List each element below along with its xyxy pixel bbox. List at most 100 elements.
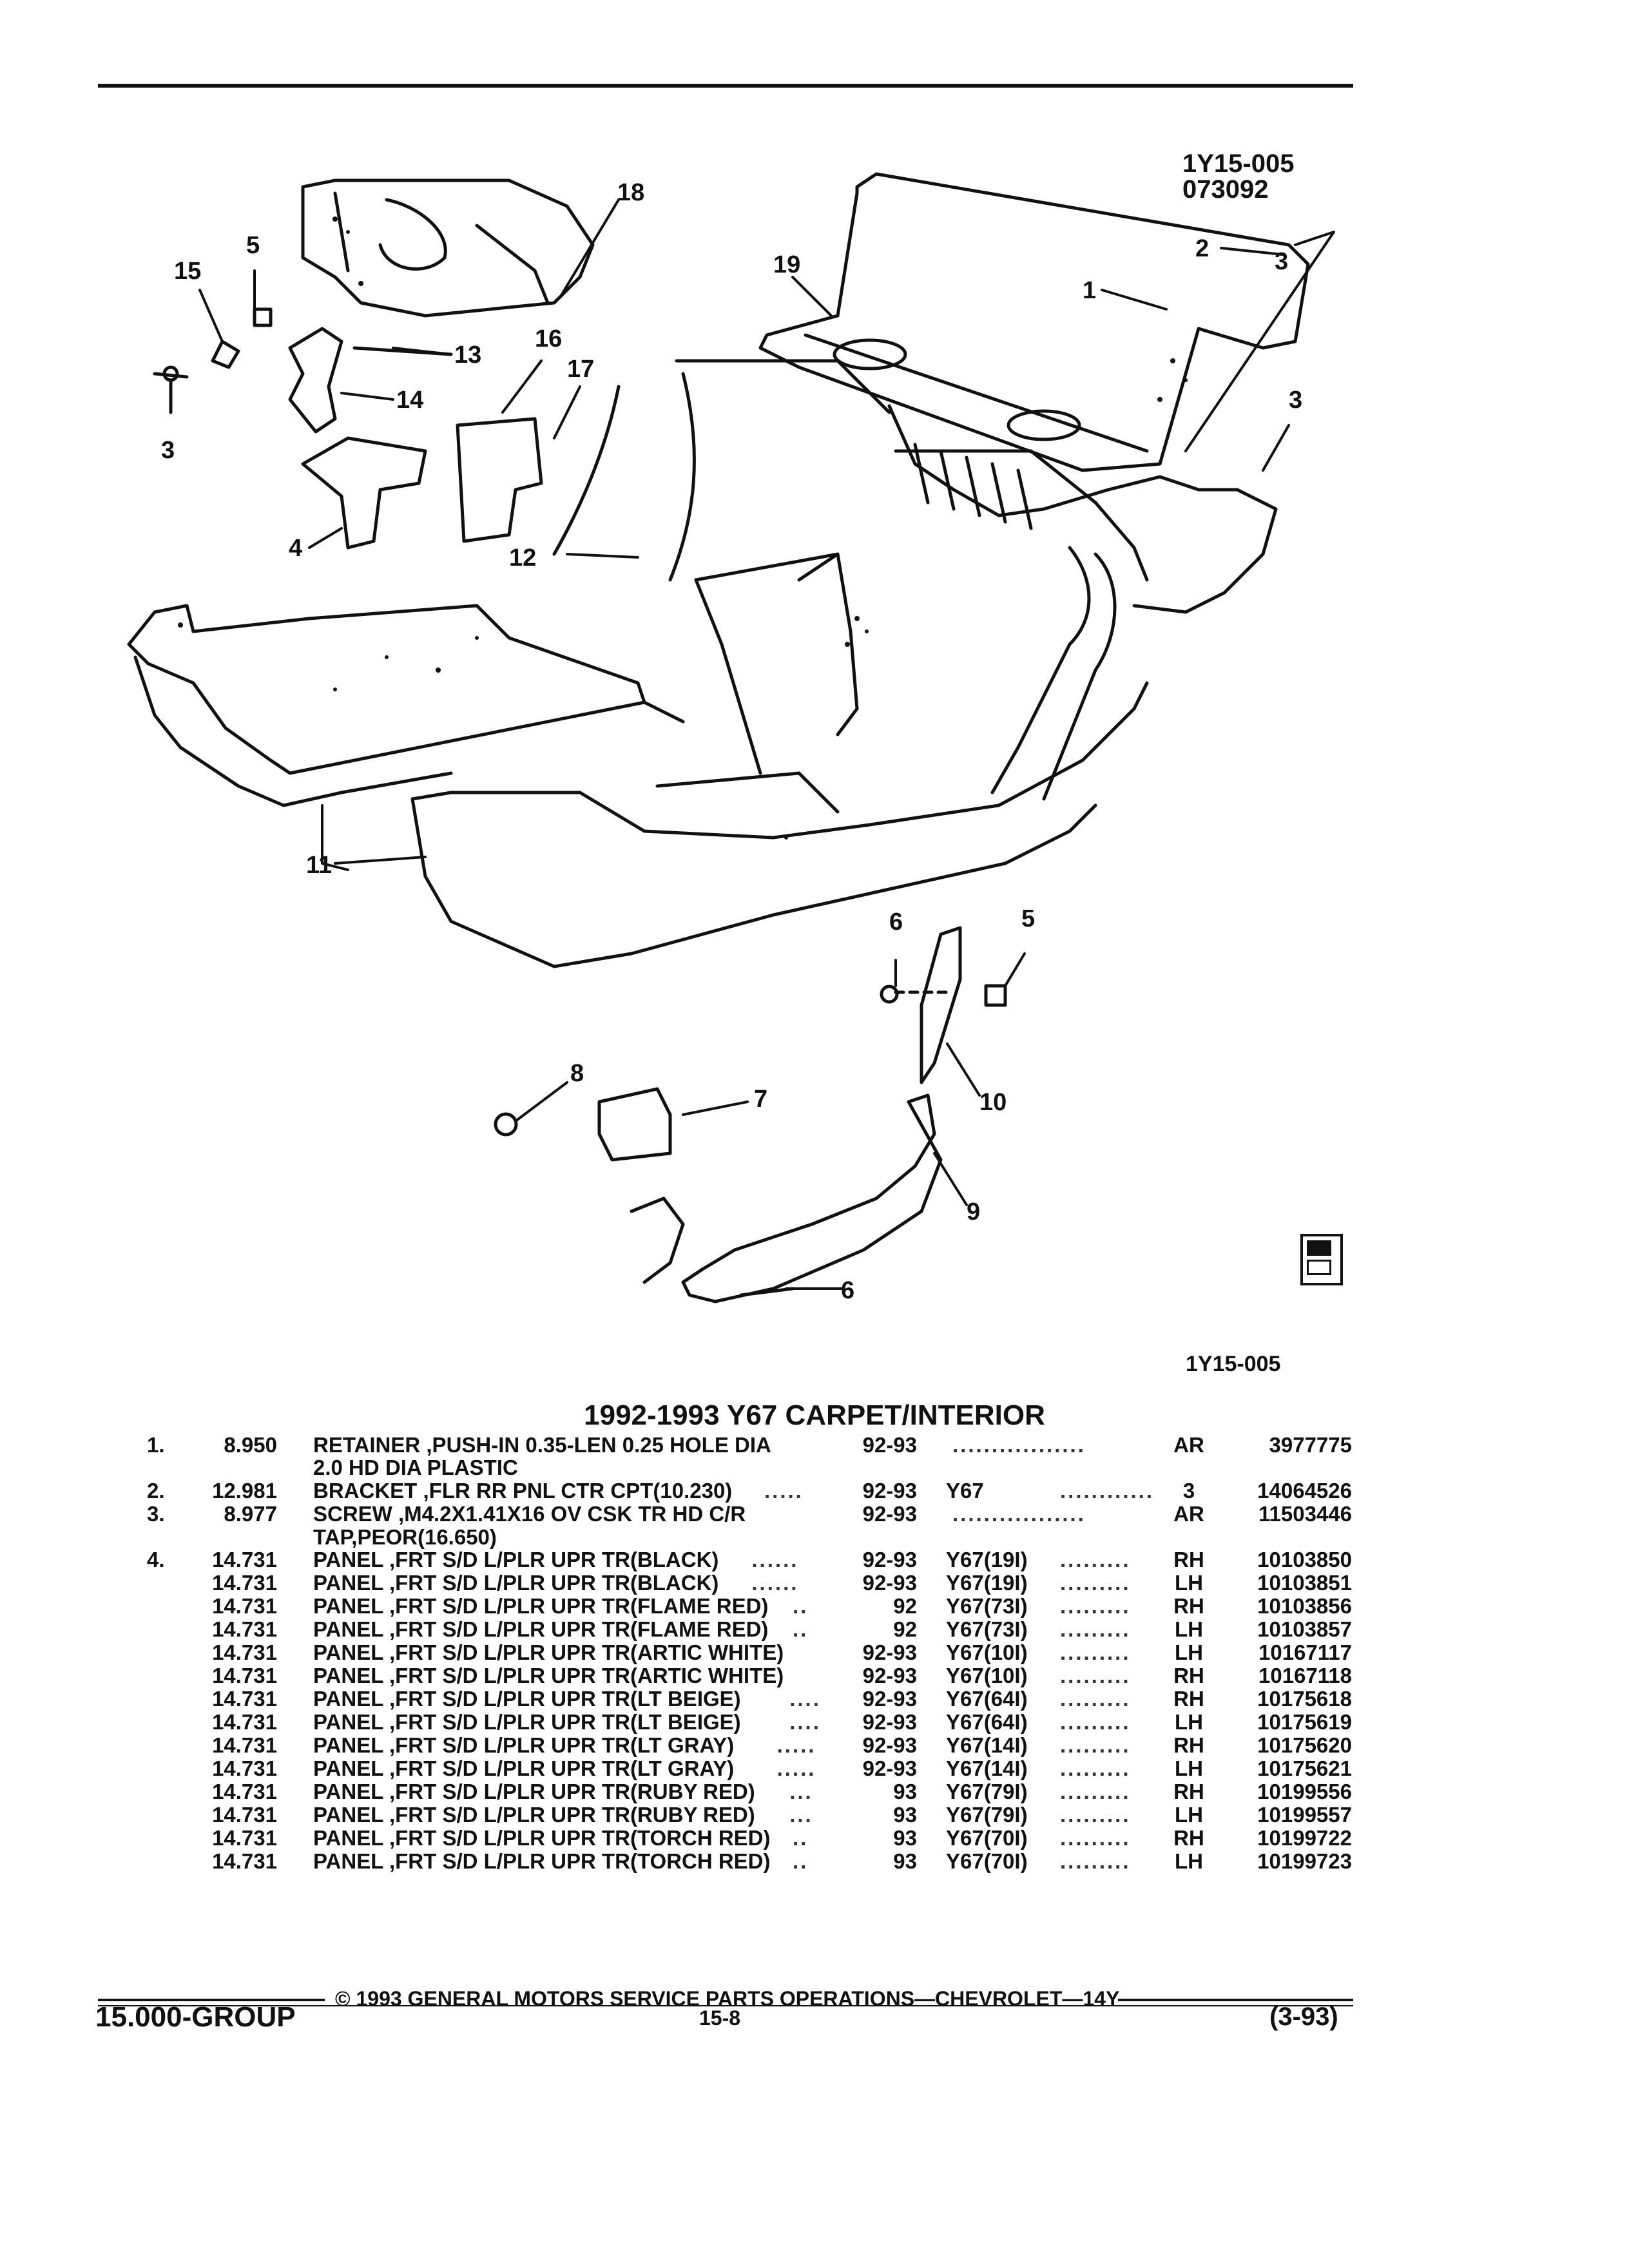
model-years: 93 bbox=[893, 1780, 917, 1803]
model-code: Y67(64I) bbox=[946, 1687, 1028, 1711]
leader-dots: .. bbox=[793, 1594, 809, 1618]
model-years: 92-93 bbox=[862, 1710, 917, 1734]
callout-11: 11 bbox=[306, 852, 333, 879]
model-code: Y67(64I) bbox=[946, 1710, 1028, 1734]
callout-18: 18 bbox=[617, 179, 645, 206]
model-years: 92-93 bbox=[862, 1664, 917, 1687]
quantity: RH bbox=[1173, 1687, 1204, 1711]
leader-dots: ......... bbox=[1060, 1756, 1131, 1780]
quantity: LH bbox=[1175, 1710, 1203, 1734]
part-number: 10103857 bbox=[1257, 1617, 1352, 1641]
footer-rule-left bbox=[98, 1999, 325, 2001]
parts-row: 14.731 PANEL ,FRT S/D L/PLR UPR TR(TORCH … bbox=[0, 1827, 1629, 1850]
quantity: LH bbox=[1175, 1803, 1203, 1827]
model-code: Y67(19I) bbox=[946, 1548, 1028, 1571]
group-number: 12.981 bbox=[212, 1479, 277, 1503]
quantity: RH bbox=[1173, 1548, 1204, 1571]
figure-id-bottom: 1Y15-005 bbox=[1186, 1352, 1281, 1376]
model-code: Y67(73I) bbox=[946, 1617, 1028, 1641]
part-7-block bbox=[597, 1087, 672, 1162]
floor-pan bbox=[552, 359, 1278, 801]
model-code: Y67(14I) bbox=[946, 1733, 1028, 1757]
model-years: 92-93 bbox=[862, 1687, 917, 1711]
group-number: 8.977 bbox=[224, 1502, 277, 1526]
model-code: Y67(73I) bbox=[946, 1594, 1028, 1618]
group-number: 14.731 bbox=[212, 1780, 277, 1803]
quantity: LH bbox=[1175, 1571, 1203, 1595]
quantity: RH bbox=[1173, 1594, 1204, 1618]
callout-5b: 5 bbox=[1021, 905, 1036, 932]
part-number: 10167118 bbox=[1258, 1664, 1352, 1687]
part-number: 10103851 bbox=[1257, 1571, 1352, 1595]
callout-6a: 6 bbox=[889, 908, 903, 936]
callout-leaders bbox=[198, 198, 1335, 1290]
gm-spo-logo-icon bbox=[1300, 1234, 1343, 1285]
group-number: 14.731 bbox=[212, 1756, 277, 1780]
model-years: 92 bbox=[893, 1594, 917, 1618]
quantity: 3 bbox=[1182, 1479, 1195, 1503]
part-description: PANEL ,FRT S/D L/PLR UPR TR(TORCH RED) bbox=[313, 1826, 771, 1850]
group-number: 14.731 bbox=[212, 1826, 277, 1850]
model-years: 93 bbox=[893, 1803, 917, 1827]
group-number: 14.731 bbox=[212, 1687, 277, 1711]
model-years: 92-93 bbox=[862, 1548, 917, 1571]
model-years: 92-93 bbox=[862, 1433, 917, 1457]
model-years: 92-93 bbox=[862, 1733, 917, 1757]
part-description: PANEL ,FRT S/D L/PLR UPR TR(RUBY RED) bbox=[313, 1803, 755, 1827]
part-number: 10199556 bbox=[1257, 1780, 1352, 1803]
leader-dots: ..... bbox=[776, 1756, 816, 1780]
section-title: 1992-1993 Y67 CARPET/INTERIOR bbox=[584, 1399, 1045, 1431]
part-number: 10103856 bbox=[1257, 1594, 1352, 1618]
callout-4: 4 bbox=[289, 535, 303, 562]
callout-1: 1 bbox=[1083, 277, 1097, 304]
part-description: PANEL ,FRT S/D L/PLR UPR TR(FLAME RED) bbox=[313, 1594, 769, 1618]
callout-8: 8 bbox=[570, 1060, 584, 1087]
quantity: RH bbox=[1173, 1826, 1204, 1850]
part-number: 10199723 bbox=[1257, 1849, 1352, 1873]
callout-16: 16 bbox=[535, 325, 563, 352]
footer-page: 15-8 bbox=[699, 2006, 741, 2030]
leader-dots: ................. bbox=[952, 1433, 1086, 1457]
group-number: 14.731 bbox=[212, 1803, 277, 1827]
callout-5: 5 bbox=[246, 232, 260, 259]
callout-12: 12 bbox=[509, 544, 537, 572]
callout-10: 10 bbox=[979, 1089, 1007, 1116]
model-years: 92 bbox=[893, 1617, 917, 1641]
footer-group: 15.000-GROUP bbox=[95, 2001, 296, 2033]
part-description-continued: TAP,PEOR(16.650) bbox=[313, 1525, 497, 1549]
model-years: 92-93 bbox=[862, 1479, 917, 1503]
part-number: 10103850 bbox=[1257, 1548, 1352, 1571]
row-index: 3. bbox=[147, 1502, 165, 1526]
model-code: Y67 bbox=[946, 1479, 984, 1503]
part-description: PANEL ,FRT S/D L/PLR UPR TR(ARTIC WHITE) bbox=[313, 1664, 784, 1687]
quantity: AR bbox=[1173, 1502, 1204, 1526]
leader-dots: .. bbox=[793, 1617, 809, 1641]
part-description: PANEL ,FRT S/D L/PLR UPR TR(LT GRAY) bbox=[313, 1756, 735, 1780]
model-code: Y67(19I) bbox=[946, 1571, 1028, 1595]
part-10-pillar-panel bbox=[880, 926, 1007, 1084]
model-years: 92-93 bbox=[862, 1502, 917, 1526]
model-code: Y67(10I) bbox=[946, 1640, 1028, 1664]
group-number: 8.950 bbox=[224, 1433, 277, 1457]
quantity: RH bbox=[1173, 1733, 1204, 1757]
leader-dots: ......... bbox=[1060, 1780, 1131, 1803]
model-years: 93 bbox=[893, 1826, 917, 1850]
model-code: Y67(70I) bbox=[946, 1826, 1028, 1850]
part-description: RETAINER ,PUSH-IN 0.35-LEN 0.25 HOLE DIA bbox=[313, 1433, 771, 1457]
leader-dots: ...... bbox=[751, 1548, 799, 1571]
parts-row: 14.731 PANEL ,FRT S/D L/PLR UPR TR(LT GRA… bbox=[0, 1757, 1629, 1780]
leader-dots: ... bbox=[789, 1780, 813, 1803]
leader-dots: ......... bbox=[1060, 1617, 1131, 1641]
model-code: Y67(70I) bbox=[946, 1849, 1028, 1873]
callout-2: 2 bbox=[1195, 235, 1210, 262]
leader-dots: ......... bbox=[1060, 1733, 1131, 1757]
part-19-rear-panel-carpet bbox=[758, 172, 1310, 472]
leader-dots: .... bbox=[789, 1710, 821, 1734]
leader-dots: .. bbox=[793, 1849, 809, 1873]
stipple-texture bbox=[178, 216, 1188, 840]
